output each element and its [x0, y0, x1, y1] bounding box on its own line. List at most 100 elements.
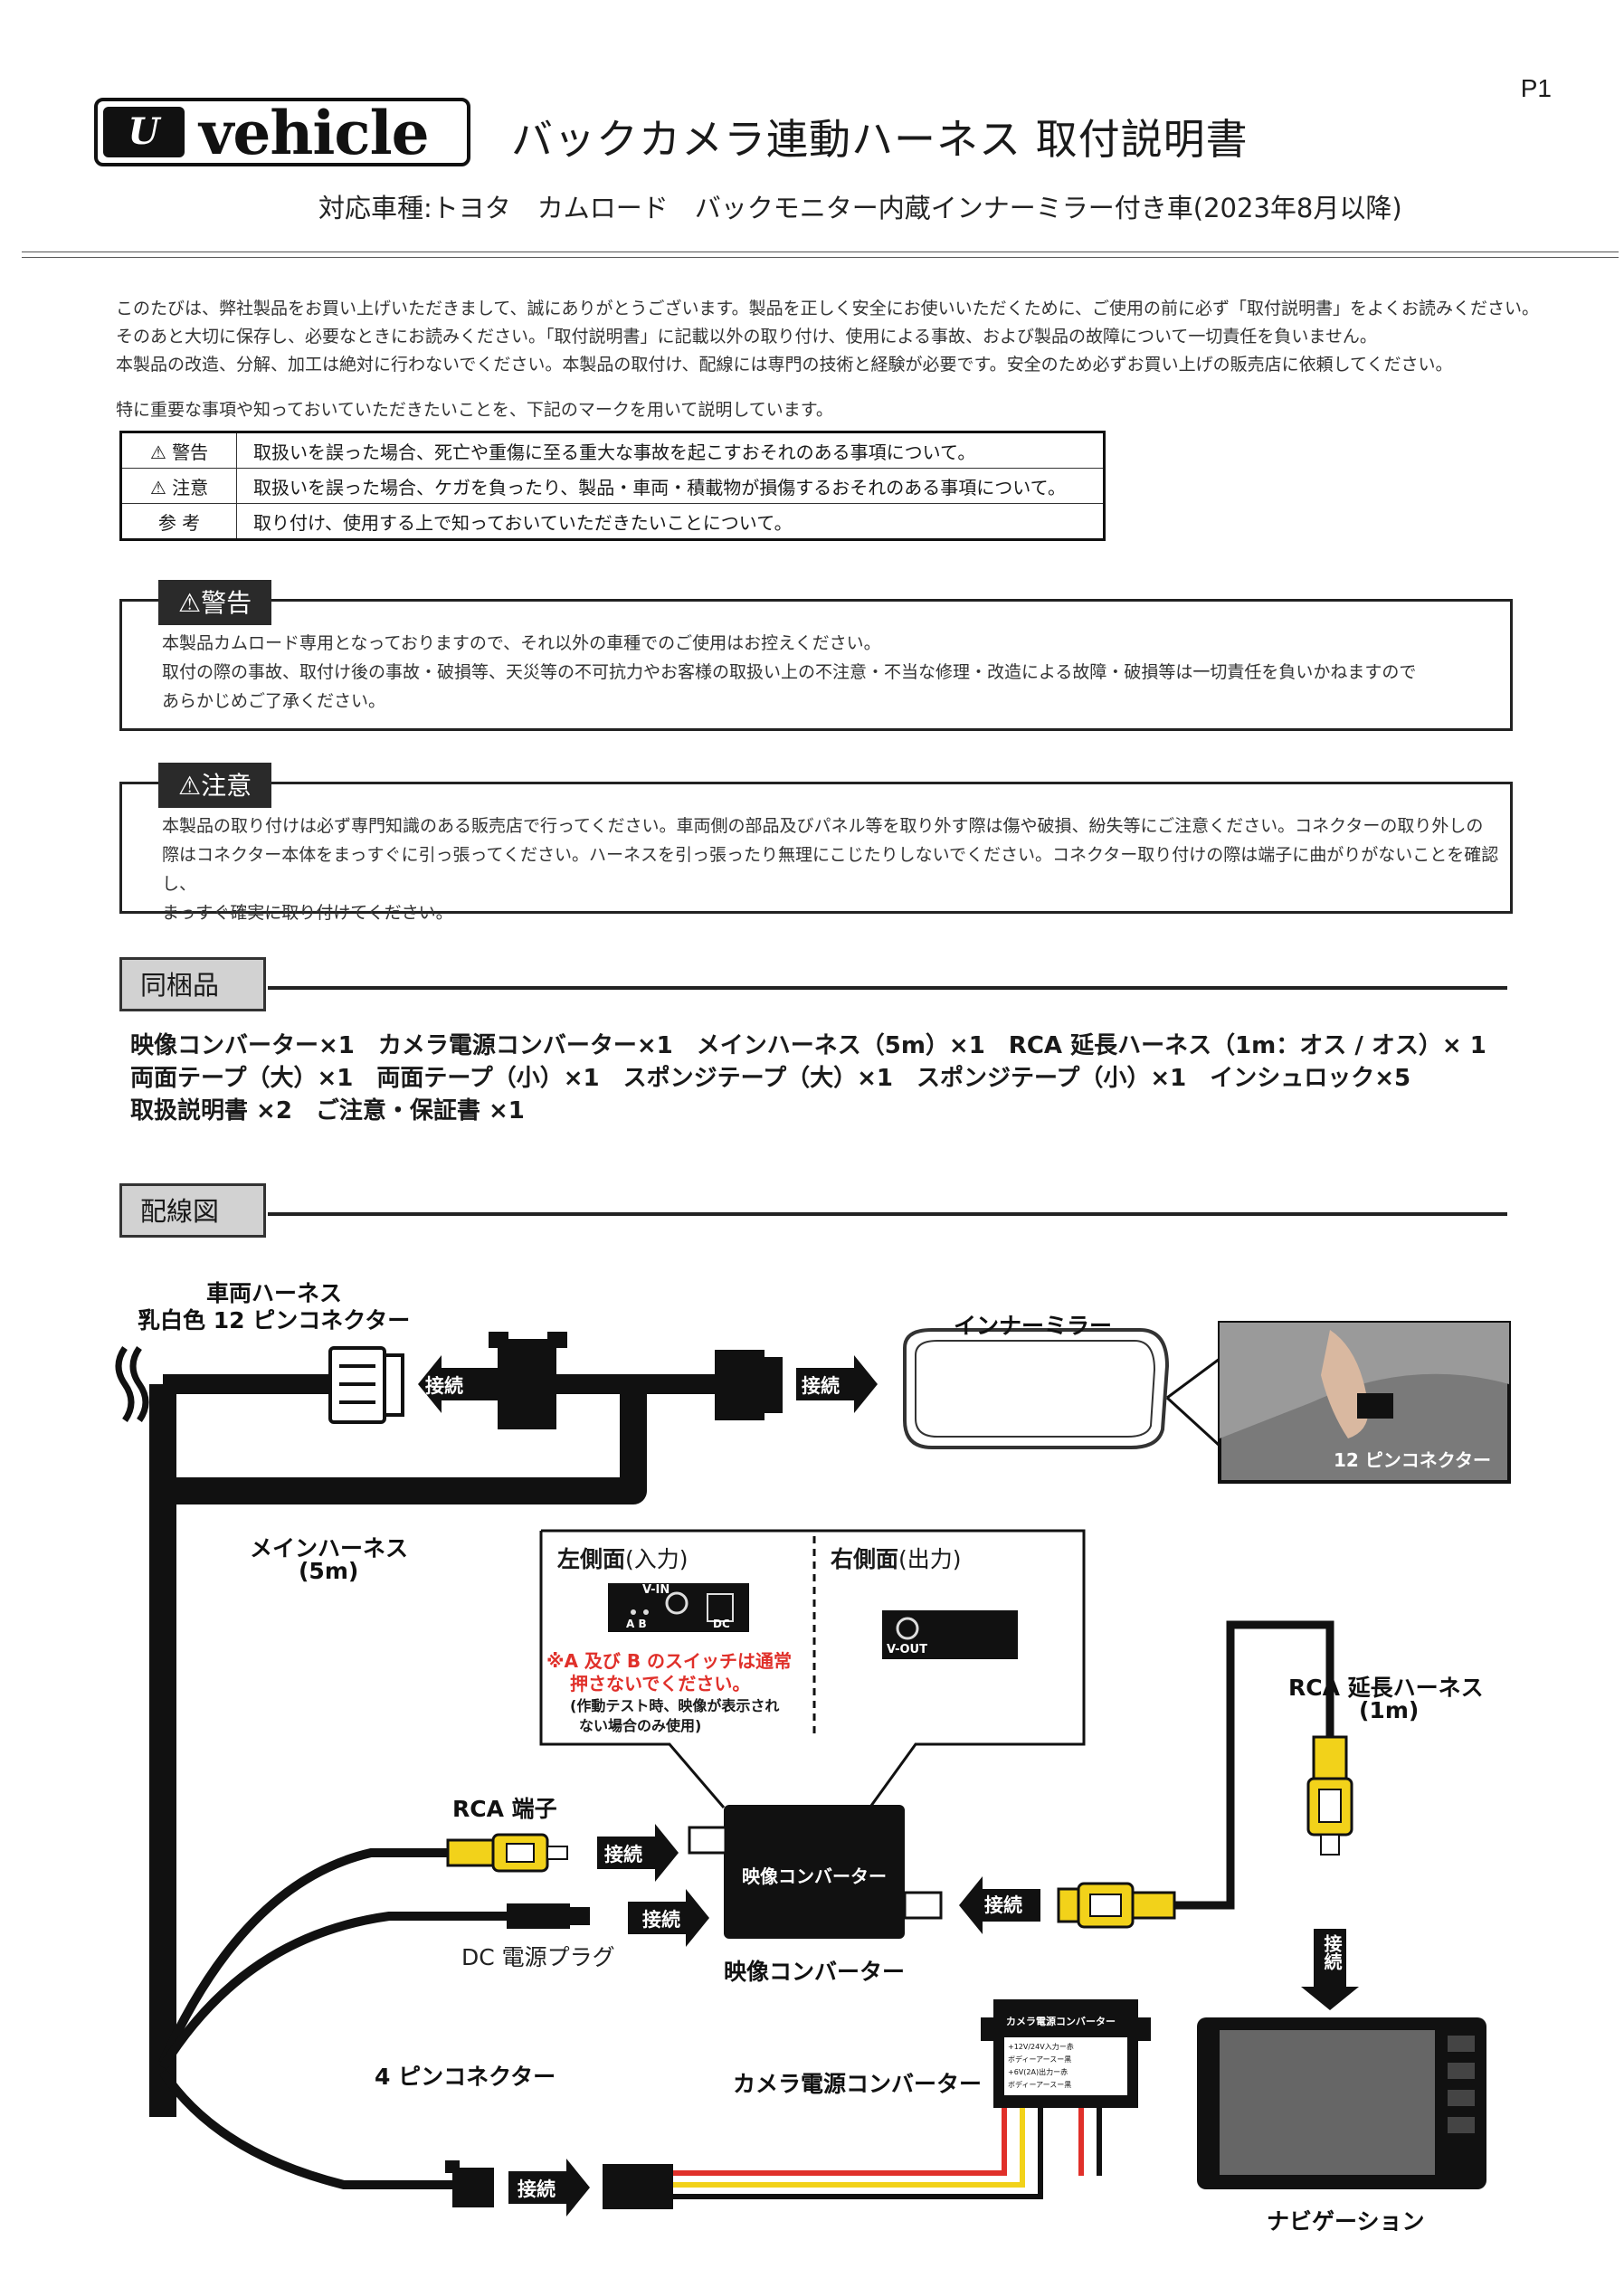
legend-text: 取扱いを誤った場合、ケガを負ったり、製品・車両・積載物が損傷するおそれのある事項… [236, 468, 1105, 504]
four-pin-branch-wire [158, 2069, 452, 2189]
legend-key: 参 考 [120, 503, 237, 540]
intro-line: このたびは、弊社製品をお買い上げいただきまして、誠にありがとうございます。製品を… [116, 299, 1540, 318]
power-wire-black [673, 2108, 1043, 2199]
legend-text: 取扱いを誤った場合、死亡や重傷に至る重大な事故を起こすおそれのある事項について。 [236, 432, 1105, 469]
intro-line: 本製品の改造、分解、加工は絶対に行わないでください。本製品の取付け、配線には専門… [116, 355, 1453, 375]
navigation-label: ナビゲーション [1267, 2208, 1425, 2235]
navigation-unit [1197, 2017, 1486, 2189]
wiring-section-rule [268, 1212, 1507, 1216]
rca-terminal-label: RCA 端子 [452, 1796, 557, 1822]
vin-label: V-IN [642, 1583, 670, 1597]
page-number: P1 [1520, 74, 1552, 102]
vehicle-harness-label: 車両ハーネス [206, 1280, 343, 1306]
contents-line: 取扱説明書 ×2 ご注意・保証書 ×1 [130, 1097, 525, 1125]
camera-power-converter-box [981, 1999, 1151, 2108]
inner-mirror-label: インナーミラー [954, 1313, 1113, 1339]
photo-connector-label: 12 ピンコネクター [1334, 1449, 1491, 1471]
contents-list: 映像コンバーター×1 カメラ電源コンバーター×1 メインハーネス（5m）×1 R… [130, 1030, 1486, 1127]
warning-icon: ⚠ [178, 771, 202, 801]
wiring-diagram [115, 1321, 1511, 2216]
connect-arrow-nav-in [959, 1876, 1040, 1934]
switch-note-sub: (作動テスト時、映像が表示され [570, 1697, 780, 1714]
logo-mark: U [103, 107, 185, 157]
connect-label: 接続 [642, 1909, 680, 1931]
main-harness-label: メインハーネス [250, 1535, 409, 1561]
harness-connector-mid [489, 1332, 567, 1429]
connect-arrow-down [1301, 1929, 1359, 2010]
contents-line: 映像コンバーター×1 カメラ電源コンバーター×1 メインハーネス（5m）×1 R… [130, 1032, 1486, 1059]
power-box-spec: +12V/24V入力ー赤 ボディーアースー黒 +6V(2A)出力ー赤 ボディーア… [1008, 2043, 1074, 2089]
connector-photo [1218, 1321, 1511, 1484]
video-converter-box [688, 1805, 943, 1939]
video-converter-box-label: 映像コンバーター [742, 1865, 887, 1887]
ab-switch-label: A B [626, 1618, 647, 1630]
video-converter-label: 映像コンバーター [724, 1959, 906, 1985]
main-harness-length: (5m) [299, 1558, 359, 1584]
vehicle-connector-label: 乳白色 12 ピンコネクター [138, 1307, 411, 1334]
legend-table: ⚠ 警告 取扱いを誤った場合、死亡や重傷に至る重大な事故を起こすおそれのある事項… [119, 431, 1106, 541]
contents-line: 両面テープ（大）×1 両面テープ（小）×1 スポンジテープ（大）×1 スポンジテ… [130, 1065, 1411, 1092]
warning-box: ⚠警告 本製品カムロード専用となっておりますので、それ以外の車種でのご使用はお控… [119, 580, 1513, 731]
warning-icon: ⚠ [149, 441, 166, 463]
cut-mark-icon [115, 1345, 149, 1423]
connect-arrow-4pin [508, 2159, 590, 2216]
video-converter-right-face [882, 1610, 1018, 1659]
legend-key: ⚠ 警告 [120, 432, 237, 469]
intro-line: そのあと大切に保存し、必要なときにお読みください。「取付説明書」に記載以外の取り… [116, 327, 1377, 346]
contents-section-rule [268, 986, 1507, 990]
rca-extension-plug-top [1306, 1735, 1353, 1856]
caution-text: 本製品の取り付けは必ず専門知識のある販売店で行ってください。車両側の部品及びパネ… [162, 816, 1499, 923]
dc-plug-label: DC 電源プラグ [461, 1944, 615, 1970]
camera-power-label: カメラ電源コンバーター [733, 2071, 983, 2097]
connect-arrow-rca [597, 1824, 679, 1882]
power-box-title: カメラ電源コンバーター [1006, 2016, 1116, 2027]
connect-label: 接続 [1321, 1934, 1343, 1970]
four-pin-connector-mate [603, 2164, 673, 2209]
connect-arrow-dc [628, 1889, 709, 1947]
warning-icon: ⚠ [178, 588, 202, 618]
main-harness-wire [163, 1384, 647, 1504]
caution-box: ⚠注意 本製品の取り付けは必ず専門知識のある販売店で行ってください。車両側の部品… [119, 763, 1513, 923]
legend-text: 取り付け、使用する上で知っておいていただきたいことについて。 [236, 503, 1105, 540]
vehicle-12pin-connector [328, 1346, 404, 1424]
page-title: バックカメラ連動ハーネス 取付説明書 [511, 115, 1249, 164]
caution-tab: ⚠注意 [158, 763, 272, 808]
rca-extension-length: (1m) [1359, 1697, 1420, 1723]
warning-icon: ⚠ [149, 476, 166, 498]
legend-intro: 特に重要な事項や知っておいていただきたいことを、下記のマークを用いて説明していま… [116, 400, 833, 420]
inner-mirror [903, 1328, 1170, 1449]
wiring-section-title: 配線図 [119, 1183, 266, 1238]
warning-text: 本製品カムロード専用となっておりますので、それ以外の車種でのご使用はお控えくださ… [162, 633, 1417, 711]
connect-arrow-right [796, 1355, 878, 1413]
connect-label: 接続 [604, 1844, 642, 1865]
connect-label: 接続 [984, 1894, 1022, 1916]
power-wire-red [673, 2108, 1007, 2176]
left-side-label: 左側面(入力) [557, 1546, 689, 1572]
four-pin-connector [445, 2160, 494, 2207]
brand-logo: U vehicle [94, 98, 470, 166]
legend-row: 参 考 取り付け、使用する上で知っておいていただきたいことについて。 [120, 503, 1105, 540]
rca-branch-wire [158, 1848, 448, 2065]
vout-label: V-OUT [887, 1643, 927, 1656]
connect-label: 接続 [518, 2178, 556, 2200]
legend-key: ⚠ 注意 [120, 468, 237, 504]
switch-note: 押さないでください。 [570, 1673, 751, 1694]
legend-row: ⚠ 警告 取扱いを誤った場合、死亡や重傷に至る重大な事故を起こすおそれのある事項… [120, 432, 1105, 469]
right-side-label: 右側面(出力) [831, 1546, 962, 1572]
dc-port-label: DC [713, 1618, 730, 1630]
warning-tab: ⚠警告 [158, 580, 272, 625]
harness-connector-right [715, 1350, 783, 1420]
legend-row: ⚠ 注意 取扱いを誤った場合、ケガを負ったり、製品・車両・積載物が損傷するおそれ… [120, 468, 1105, 504]
rca-extension-label: RCA 延長ハーネス [1288, 1675, 1484, 1701]
connect-label: 接続 [425, 1375, 463, 1397]
connect-label: 接続 [802, 1375, 840, 1397]
four-pin-label: 4 ピンコネクター [375, 2064, 556, 2090]
dc-power-plug [507, 1903, 590, 1929]
rca-extension-wire [1174, 1620, 1334, 1910]
video-converter-left-face [608, 1583, 749, 1632]
switch-note: ※A 及び B のスイッチは通常 [546, 1650, 793, 1672]
intro-text: このたびは、弊社製品をお買い上げいただきまして、誠にありがとうございます。製品を… [116, 295, 1581, 379]
header-divider-bottom [22, 257, 1619, 258]
page-subtitle: 対応車種:トヨタ カムロード バックモニター内蔵インナーミラー付き車(2023年… [318, 193, 1402, 223]
dc-branch-wire [158, 1912, 507, 2070]
